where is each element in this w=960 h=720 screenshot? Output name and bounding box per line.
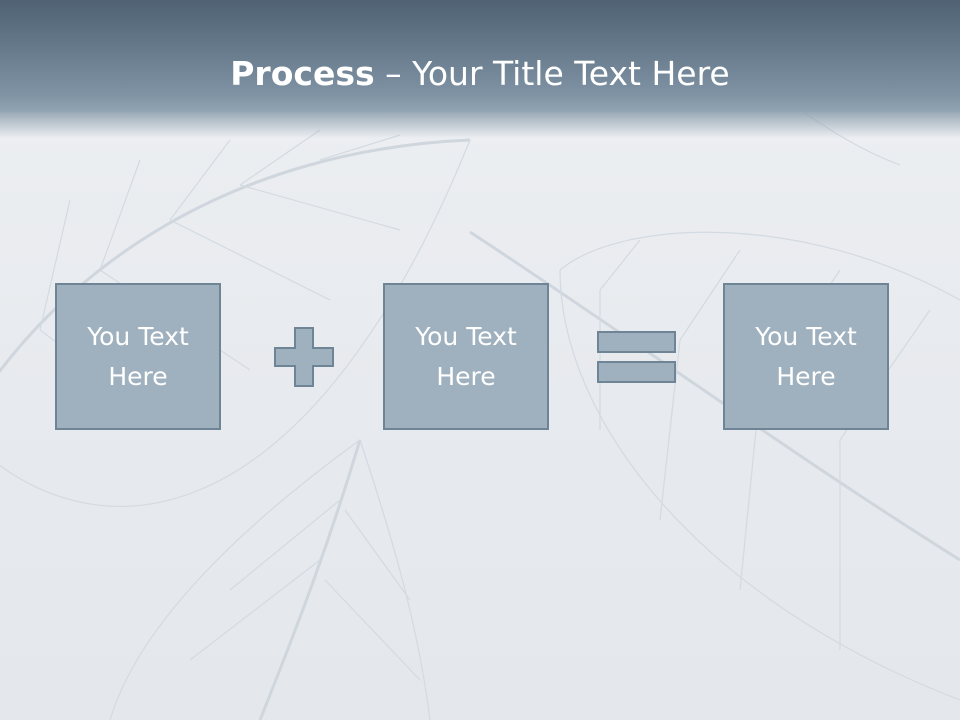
process-box-2[interactable]: You Text Here bbox=[383, 283, 549, 430]
slide-title[interactable]: Process – Your Title Text Here bbox=[0, 52, 960, 96]
process-box-3-text: You Text Here bbox=[755, 321, 857, 391]
equals-icon bbox=[597, 331, 676, 383]
process-box-1-text: You Text Here bbox=[87, 321, 189, 391]
process-box-3[interactable]: You Text Here bbox=[723, 283, 889, 430]
title-bar bbox=[0, 0, 960, 112]
title-bar-fade bbox=[0, 112, 960, 138]
slide-title-bold: Process bbox=[230, 54, 375, 93]
process-box-1[interactable]: You Text Here bbox=[55, 283, 221, 430]
process-box-2-text: You Text Here bbox=[415, 321, 517, 391]
plus-icon bbox=[274, 327, 334, 387]
slide-title-rest: – Your Title Text Here bbox=[374, 54, 730, 93]
